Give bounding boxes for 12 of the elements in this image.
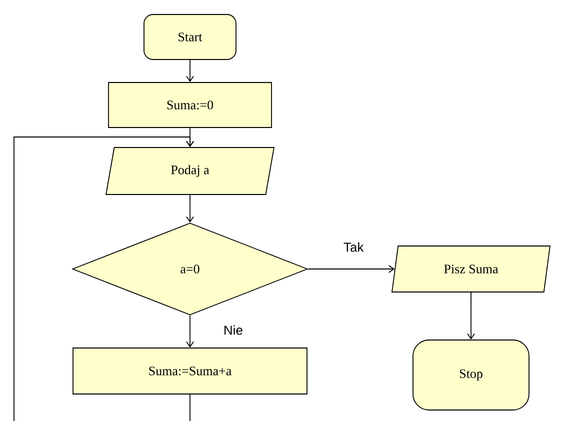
terminal-box: Start (144, 14, 236, 60)
terminal-box: Stop (412, 340, 530, 410)
arrow (186, 194, 194, 223)
arrow (308, 265, 395, 273)
process-box: Suma:=Suma+a (72, 348, 308, 394)
arrow (186, 315, 194, 348)
arrow (14, 136, 194, 421)
arrow (186, 60, 194, 82)
edge-label: Tak (344, 242, 364, 252)
edge-label: Nie (224, 325, 242, 335)
arrow (467, 292, 475, 340)
process-box: Suma:=0 (108, 82, 272, 128)
